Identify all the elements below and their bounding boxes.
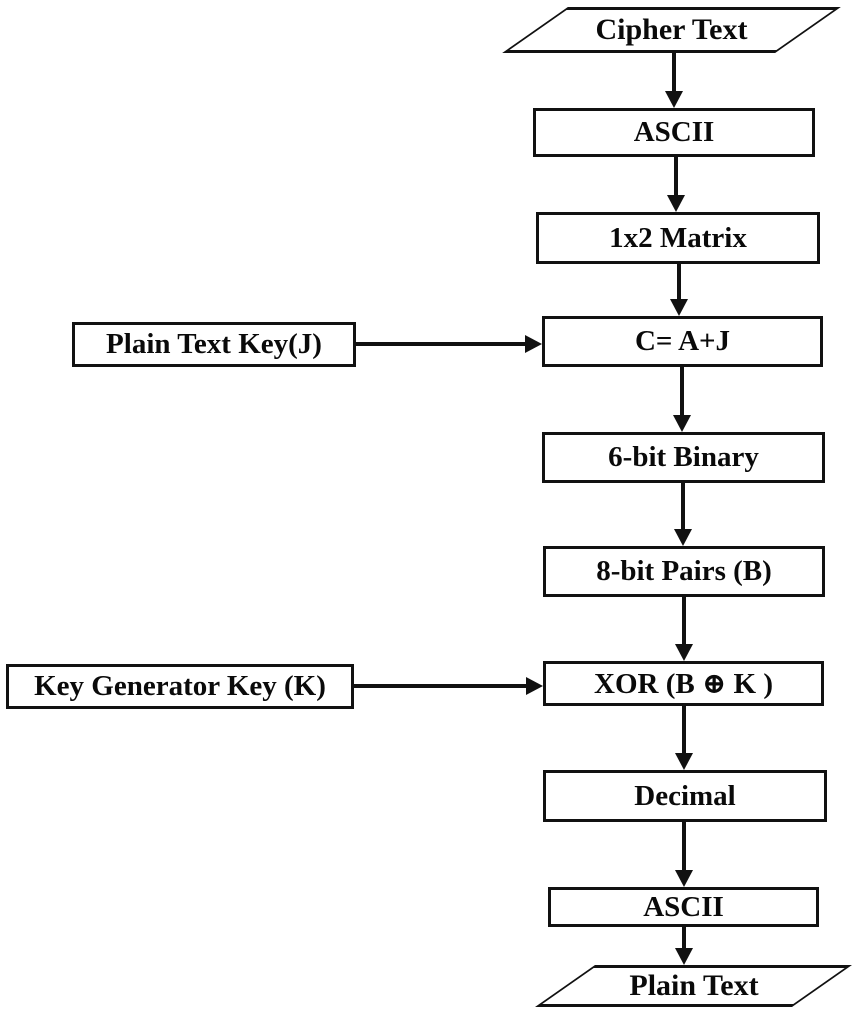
arrow-ascii-to-plain-text — [675, 927, 693, 965]
arrow-6bit-to-8bit — [674, 483, 692, 546]
node-xor: XOR (B ⊕ K ) — [543, 661, 824, 706]
node-label: Plain Text Key(J) — [106, 328, 322, 360]
node-plain-text-key: Plain Text Key(J) — [72, 322, 356, 367]
node-ascii-out: ASCII — [548, 887, 819, 927]
node-cipher-text: Cipher Text — [502, 7, 841, 53]
node-label: ASCII — [643, 890, 724, 923]
node-label: 8-bit Pairs (B) — [596, 555, 772, 587]
node-key-generator-key: Key Generator Key (K) — [6, 664, 354, 709]
node-8bit-pairs: 8-bit Pairs (B) — [543, 546, 825, 597]
node-label: Plain Text — [629, 969, 759, 1002]
arrow-xor-to-decimal — [675, 706, 693, 770]
node-ascii-in: ASCII — [533, 108, 815, 157]
node-label: Decimal — [634, 779, 736, 812]
arrow-ascii-to-matrix — [667, 157, 685, 212]
node-6bit-binary: 6-bit Binary — [542, 432, 825, 483]
node-label: ASCII — [633, 116, 715, 148]
node-c-equals-a-plus-j: C= A+J — [542, 316, 823, 367]
node-label: Key Generator Key (K) — [34, 670, 326, 702]
arrow-cipher-to-ascii — [665, 53, 683, 108]
node-label: 1x2 Matrix — [609, 221, 747, 254]
arrow-8bit-to-xor — [675, 597, 693, 661]
arrow-key-generator-to-xor — [354, 677, 543, 695]
node-label: XOR (B ⊕ K ) — [594, 668, 773, 700]
arrow-matrix-to-add — [670, 264, 688, 316]
node-label: Cipher Text — [595, 13, 748, 46]
node-plain-text: Plain Text — [535, 965, 853, 1007]
node-1x2-matrix: 1x2 Matrix — [536, 212, 820, 264]
node-label: 6-bit Binary — [608, 441, 759, 473]
node-decimal: Decimal — [543, 770, 827, 822]
arrow-add-to-6bit — [673, 367, 691, 432]
node-label: C= A+J — [634, 325, 731, 357]
arrow-decimal-to-ascii — [675, 822, 693, 887]
arrow-plain-text-key-to-add — [356, 335, 542, 353]
